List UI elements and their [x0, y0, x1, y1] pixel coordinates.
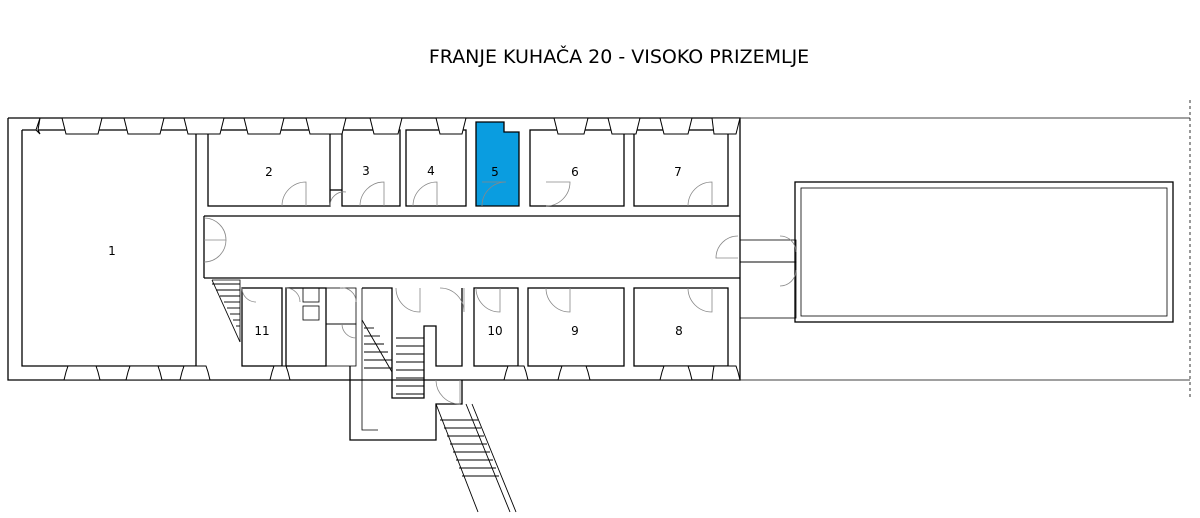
- windows-top: [35, 117, 741, 135]
- windows-bottom: [63, 365, 741, 381]
- room-5-highlight[interactable]: [475, 121, 520, 207]
- room-label-2[interactable]: 2: [265, 165, 273, 179]
- lower-rooms: [241, 287, 729, 441]
- room-label-5[interactable]: 5: [491, 165, 499, 179]
- stairs: [211, 279, 517, 513]
- room-labels: 1 2 3 4 5 6 7 8 9 10 11: [108, 164, 683, 338]
- corridor: [203, 215, 740, 279]
- room-label-6[interactable]: 6: [571, 165, 579, 179]
- room-label-8[interactable]: 8: [675, 324, 683, 338]
- room-label-7[interactable]: 7: [674, 165, 682, 179]
- room-label-1[interactable]: 1: [108, 244, 116, 258]
- doors: [203, 181, 797, 405]
- room-label-11[interactable]: 11: [254, 324, 269, 338]
- upper-rooms: [207, 129, 729, 207]
- room-label-4[interactable]: 4: [427, 164, 435, 178]
- plan-title: FRANJE KUHAČA 20 - VISOKO PRIZEMLJE: [429, 44, 809, 68]
- room-label-3[interactable]: 3: [362, 164, 370, 178]
- outer-walls: [7, 100, 1191, 400]
- room-label-9[interactable]: 9: [571, 324, 579, 338]
- room-label-10[interactable]: 10: [487, 324, 502, 338]
